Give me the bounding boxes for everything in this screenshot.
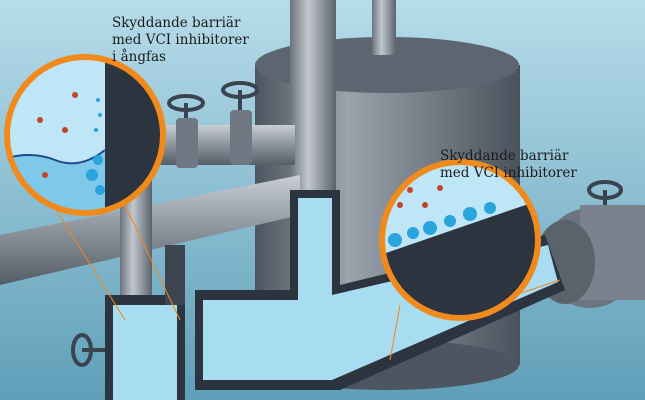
label-line: Skyddande barriär	[440, 148, 569, 164]
label-line: Skyddande barriär	[112, 15, 241, 31]
right-flange	[535, 205, 645, 308]
label-line: med VCI inhibitorer	[112, 32, 249, 48]
top-pipe-large	[290, 0, 336, 195]
label-liquid-barrier: Skyddande barriär med VCI inhibitorer	[440, 148, 577, 182]
label-line: i ångfas	[112, 49, 166, 65]
callout-vapor-phase	[4, 54, 181, 321]
label-line: med VCI inhibitorer	[440, 165, 577, 181]
label-vapor-phase-barrier: Skyddande barriär med VCI inhibitorer i …	[112, 15, 249, 66]
callout-liquid	[379, 159, 561, 361]
valve-body	[176, 118, 198, 168]
horizontal-pipe	[150, 125, 295, 165]
cutaway-pipe	[105, 190, 565, 400]
top-pipe-small	[372, 0, 396, 55]
valve-body	[230, 110, 252, 165]
